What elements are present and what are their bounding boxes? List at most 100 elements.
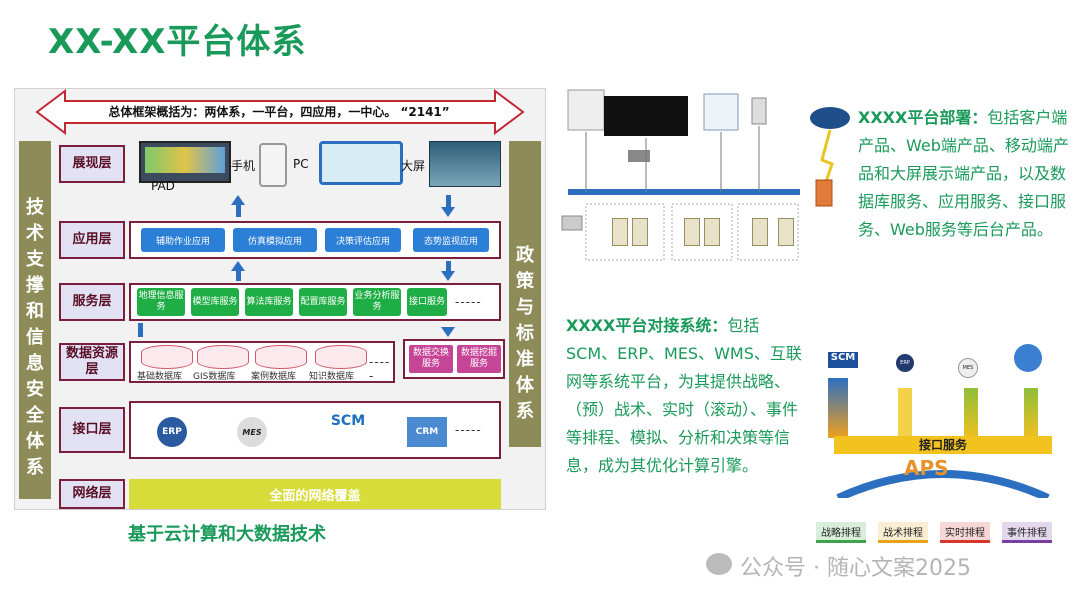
architecture-diagram: 总体框架概括为：两体系，一平台，四应用，一中心。 “2141” 技术支撑和信息安… — [14, 88, 546, 510]
pc-image — [319, 141, 403, 185]
app-item: 仿真模拟应用 — [233, 228, 317, 252]
arrow-icon — [828, 378, 848, 438]
layer-display: 展现层 — [59, 145, 125, 183]
erp-logo: ERP — [896, 354, 914, 372]
banner-arrow — [35, 89, 525, 135]
right-side-bar: 政策与标准体系 — [509, 141, 541, 447]
db-cylinder — [141, 345, 193, 369]
interface-service-bar: 接口服务 — [834, 436, 1052, 454]
deploy-title: XXXX平台部署： — [858, 108, 988, 127]
application-box: 辅助作业应用 仿真模拟应用 决策评估应用 态势监视应用 — [129, 221, 501, 259]
data-exchange-service: 数据交换服务 — [409, 345, 453, 373]
data-box: 基础数据库 GIS数据库 案例数据库 知识数据库 ----- — [129, 341, 395, 383]
more-dots: ----- — [455, 423, 482, 437]
service-item: 算法库服务 — [245, 288, 293, 316]
page-title: XX-XX平台体系 — [48, 22, 307, 62]
aps-arc — [834, 454, 1052, 502]
wechat-icon — [706, 553, 732, 575]
arrow-stem — [236, 205, 241, 217]
interface-box: ERP MES SCM CRM ----- — [129, 401, 501, 459]
network-lines — [561, 89, 800, 261]
bigscreen-label: 大屏 — [401, 159, 426, 173]
event-schedule-button[interactable]: 事件排程 — [1002, 522, 1052, 543]
service-item: 模型库服务 — [191, 288, 239, 316]
server-icon — [684, 218, 700, 246]
aps-arc-shape — [836, 470, 1050, 502]
arrow-stem — [138, 323, 143, 337]
phone-label: 手机 — [231, 159, 256, 173]
pad-label: PAD — [151, 179, 175, 193]
data-mining-service: 数据挖掘服务 — [457, 345, 501, 373]
db-label: GIS数据库 — [193, 372, 236, 382]
layer-interface: 接口层 — [59, 407, 125, 453]
service-item: 配置库服务 — [299, 288, 347, 316]
service-item: 业务分析服务 — [353, 288, 401, 316]
app-item: 辅助作业应用 — [141, 228, 225, 252]
globe-icon — [1014, 344, 1042, 372]
deployment-diagram — [556, 88, 812, 284]
layer-application: 应用层 — [59, 221, 125, 259]
integrate-paragraph: XXXX平台对接系统：包括SCM、ERP、MES、WMS、互联网等系统平台，为其… — [566, 312, 806, 480]
db-label: 案例数据库 — [251, 372, 297, 382]
server-icon — [612, 218, 628, 246]
pc-label: PC — [293, 157, 309, 171]
phone-image — [259, 143, 287, 187]
arrow-icon — [1024, 388, 1038, 438]
more-dots: ----- — [455, 295, 482, 309]
service-item: 地理信息服务 — [137, 288, 185, 316]
network-bar: 全面的网络覆盖 — [129, 479, 501, 509]
arch-caption: 基于云计算和大数据技术 — [128, 524, 326, 545]
pad-image — [139, 141, 231, 183]
right-side-text: 政策与标准体系 — [516, 245, 534, 422]
server-icon — [632, 218, 648, 246]
bigscreen-image — [429, 141, 501, 187]
tactical-schedule-button[interactable]: 战术排程 — [878, 522, 928, 543]
layer-network: 网络层 — [59, 479, 125, 509]
deploy-text: 包括客户端产品、Web端产品、移动端产品和大屏展示端产品，以及数据库服务、应用服… — [858, 108, 1069, 239]
watermark: 公众号 · 随心文案2025 — [740, 556, 971, 581]
arrow-up — [231, 261, 245, 271]
more-dots: ----- — [369, 355, 391, 383]
deploy-paragraph: XXXX平台部署：包括客户端产品、Web端产品、移动端产品和大屏展示端产品，以及… — [858, 104, 1070, 244]
db-cylinder — [315, 345, 367, 369]
arrow-up — [231, 195, 245, 205]
arrow-stem — [236, 271, 241, 281]
arrow-down — [441, 271, 455, 281]
db-label: 知识数据库 — [309, 372, 355, 382]
data-service-box: 数据交换服务 数据挖掘服务 — [403, 339, 505, 379]
left-side-bar: 技术支撑和信息安全体系 — [19, 141, 51, 499]
arrow-stem — [446, 195, 451, 207]
db-label: 基础数据库 — [137, 372, 183, 382]
aps-diagram: SCM ERP MES 接口服务 APS 战略排程 战术排程 实时排程 事件排程 — [814, 340, 1066, 546]
db-cylinder — [255, 345, 307, 369]
arrow-stem — [446, 261, 451, 271]
strategy-schedule-button[interactable]: 战略排程 — [816, 522, 866, 543]
layer-data: 数据资源层 — [59, 343, 125, 381]
arrow-icon — [964, 388, 978, 438]
left-side-text: 技术支撑和信息安全体系 — [26, 197, 44, 478]
integrate-title: XXXX平台对接系统： — [566, 316, 728, 335]
integrate-text: 包括SCM、ERP、MES、WMS、互联网等系统平台，为其提供战略、（预）战术、… — [566, 316, 802, 475]
server-icon — [752, 218, 768, 246]
arrow-down — [441, 327, 455, 337]
realtime-schedule-button[interactable]: 实时排程 — [940, 522, 990, 543]
display-devices: PAD 手机 PC 大屏 — [133, 139, 503, 193]
app-item: 态势监视应用 — [413, 228, 489, 252]
arrow-down — [441, 207, 455, 217]
db-cylinder — [197, 345, 249, 369]
banner-text: 总体框架概括为：两体系，一平台，四应用，一中心。 “2141” — [108, 105, 450, 119]
server-icon — [778, 218, 794, 246]
internet-firewall — [810, 107, 850, 207]
scm-logo: SCM — [828, 352, 858, 368]
crm-icon: CRM — [407, 417, 447, 447]
server-icon — [704, 218, 720, 246]
mes-logo: MES — [958, 358, 978, 378]
mes-icon: MES — [237, 417, 267, 447]
scm-icon: SCM — [330, 413, 366, 429]
layer-service: 服务层 — [59, 283, 125, 321]
service-item: 接口服务 — [407, 288, 447, 316]
erp-icon: ERP — [157, 417, 187, 447]
aps-label: APS — [904, 456, 949, 480]
app-item: 决策评估应用 — [325, 228, 401, 252]
service-box: 地理信息服务 模型库服务 算法库服务 配置库服务 业务分析服务 接口服务 ---… — [129, 283, 501, 321]
